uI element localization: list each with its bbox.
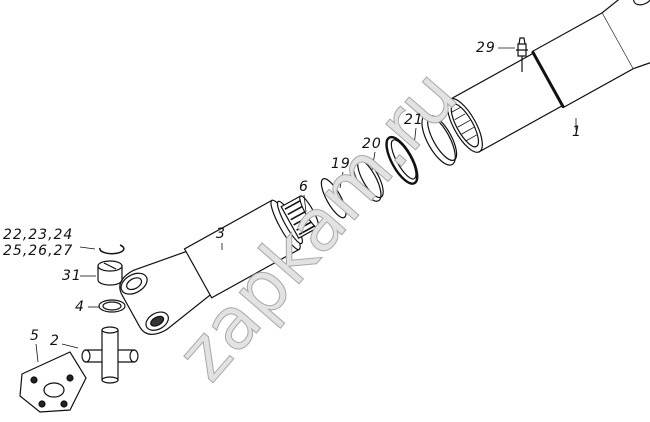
callout-2: 2: [50, 333, 60, 349]
callout-19: 19: [331, 156, 351, 172]
flange-5: [19, 351, 87, 413]
ring-20: [385, 135, 419, 185]
callout-29: 29: [476, 40, 496, 56]
callout-20: 20: [362, 136, 382, 152]
callout-3: 3: [216, 226, 226, 242]
yoke-left: [119, 249, 215, 335]
callout-22-23-24: 22,23,24: [3, 227, 74, 243]
ring-19: [352, 157, 384, 202]
ring-6: [320, 178, 347, 219]
ring-4: [98, 299, 126, 313]
callout-6: 6: [299, 179, 309, 195]
cap-31: [97, 260, 123, 286]
callout-25-26-27: 25,26,27: [3, 243, 74, 259]
callout-1: 1: [572, 124, 582, 140]
callout-31: 31: [62, 268, 82, 284]
leader-lines: [35, 47, 577, 363]
ring-21: [421, 114, 458, 166]
grease-fitting-29: [516, 37, 528, 72]
callout-5: 5: [30, 328, 40, 344]
callout-4: 4: [75, 299, 85, 315]
tube-part-1: [446, 0, 650, 153]
cross-2: [81, 326, 139, 384]
snap-ring: [99, 244, 125, 255]
callout-21: 21: [404, 112, 424, 128]
shaft-part-3: [183, 195, 320, 299]
